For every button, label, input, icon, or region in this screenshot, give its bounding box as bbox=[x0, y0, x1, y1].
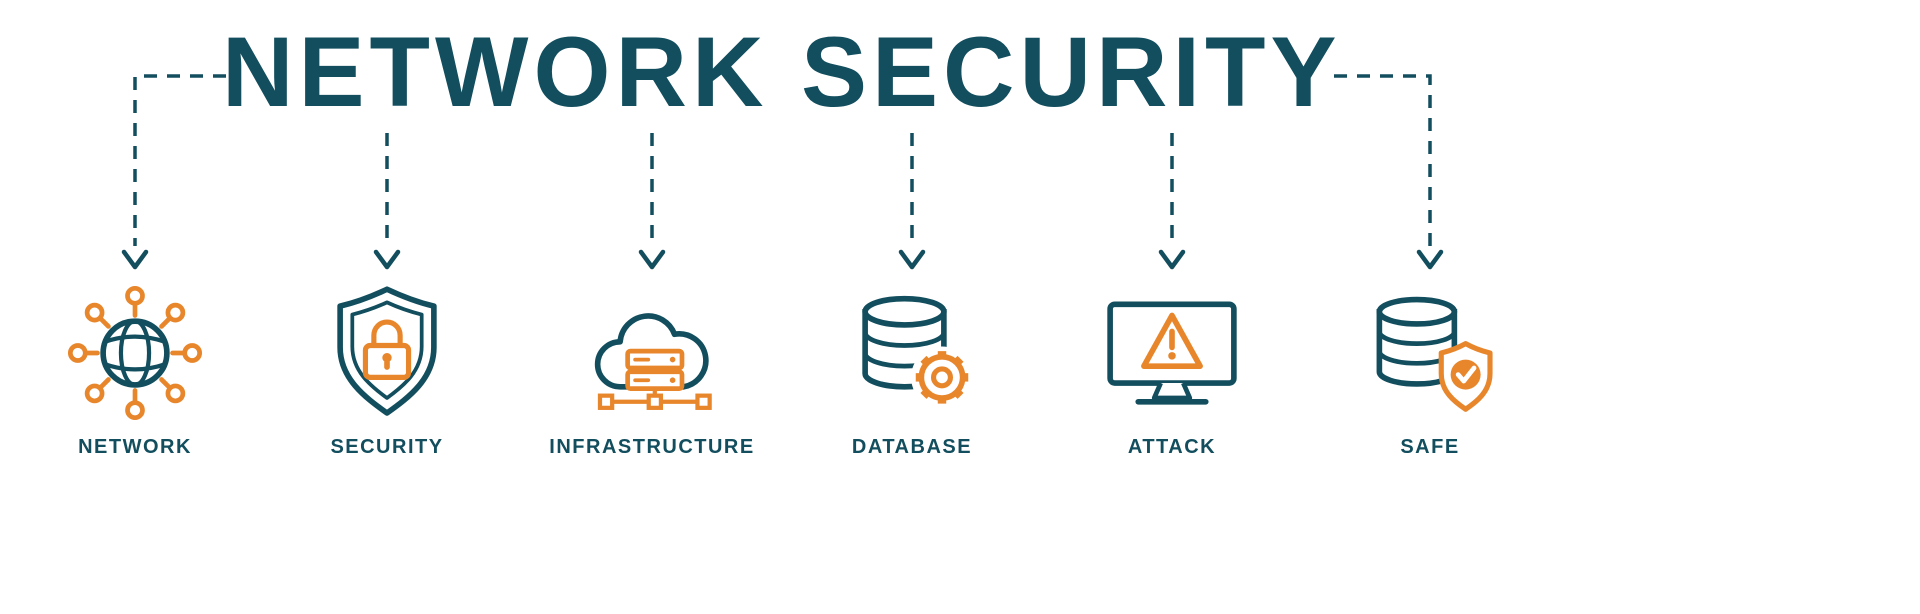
arrowhead-icon bbox=[1416, 249, 1444, 270]
globe-icon bbox=[100, 318, 170, 388]
shield-inner-outline bbox=[350, 300, 424, 400]
database-gear-icon bbox=[837, 278, 987, 428]
network-tree bbox=[597, 388, 712, 410]
banner-item-database: DATABASE bbox=[782, 278, 1042, 459]
item-label-database: DATABASE bbox=[851, 436, 973, 458]
shield-check-icon bbox=[1438, 341, 1493, 412]
banner-item-security: SECURITY bbox=[257, 278, 517, 459]
banner-item-attack: ATTACK bbox=[1042, 278, 1302, 459]
item-label-attack: ATTACK bbox=[1127, 436, 1217, 458]
cloud-server-icon bbox=[577, 278, 727, 428]
dashed-line-network bbox=[133, 74, 226, 246]
monitor-alert-icon bbox=[1097, 278, 1247, 428]
arrowhead-icon bbox=[1158, 249, 1186, 270]
item-label-safe: SAFE bbox=[1400, 436, 1460, 458]
arrowhead-icon bbox=[898, 249, 926, 270]
item-label-security: SECURITY bbox=[330, 436, 444, 458]
banner-item-safe: SAFE bbox=[1300, 278, 1560, 459]
item-label-network: NETWORK bbox=[78, 436, 192, 458]
banner-item-infrastructure: INFRASTRUCTURE bbox=[522, 278, 782, 459]
shield-lock-icon bbox=[312, 278, 462, 428]
arrowhead-icon bbox=[638, 249, 666, 270]
arrowhead-icon bbox=[373, 249, 401, 270]
gear-icon bbox=[911, 346, 973, 409]
dashed-line-safe bbox=[1334, 74, 1432, 246]
arrowhead-icon bbox=[121, 249, 149, 270]
banner-title: NETWORK SECURITY bbox=[222, 16, 1342, 127]
network-nodes-icon bbox=[60, 278, 210, 428]
padlock-icon bbox=[362, 319, 412, 380]
banner-item-network: NETWORK bbox=[5, 278, 265, 459]
warning-triangle-icon bbox=[1141, 312, 1203, 369]
network-spokes bbox=[83, 301, 187, 405]
database-shield-check-icon bbox=[1355, 278, 1505, 428]
network-nodes bbox=[67, 285, 203, 421]
item-label-infrastructure: INFRASTRUCTURE bbox=[549, 436, 755, 458]
check-mark bbox=[1455, 365, 1477, 384]
server-icon bbox=[625, 348, 685, 391]
